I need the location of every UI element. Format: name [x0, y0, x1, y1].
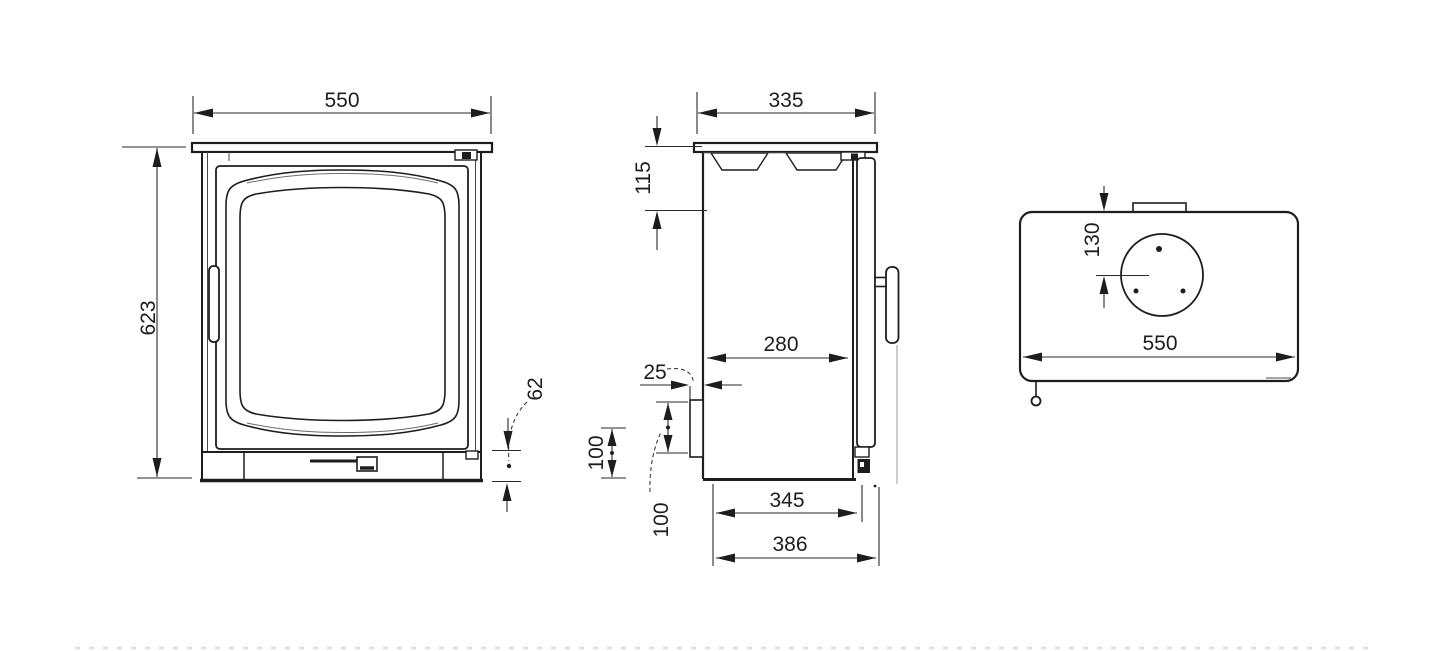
front-width-label: 550 [324, 89, 359, 112]
side-door-catch-top [840, 151, 866, 161]
plinth-height-label: 62 [524, 377, 547, 400]
front-view: 550 623 62 [122, 89, 547, 512]
body-depth-label: 280 [763, 333, 798, 356]
door-catch-top [454, 149, 478, 161]
door-handle-front [208, 265, 220, 343]
duct-offset-dimension: 100 [585, 427, 626, 479]
front-body [201, 151, 482, 453]
top-vent-recess-rear [709, 152, 770, 171]
flue-height-label: 115 [632, 161, 655, 194]
duct-depth-dimension: 25 [640, 361, 742, 400]
plinth-height-dimension: 62 [492, 377, 547, 512]
top-plate-outline [1018, 210, 1300, 383]
flue-height-dimension: 115 [632, 116, 707, 250]
top-view: 130 550 [1018, 186, 1300, 407]
overall-depth-dimension: 386 [716, 484, 880, 566]
side-depth-dimension: 335 [696, 89, 876, 134]
side-door-handle [874, 266, 900, 344]
top-width-label: 550 [1142, 332, 1177, 355]
front-top-plate [190, 141, 494, 154]
duct-depth-label: 25 [643, 361, 666, 384]
duct-offset-label: 100 [585, 435, 608, 470]
flue-bolt-hole-top [1156, 246, 1162, 252]
top-vent-recess-front [784, 152, 849, 171]
top-handle-knob [1030, 381, 1042, 407]
flue-centre-label: 130 [1081, 222, 1104, 257]
top-width-dimension: 550 [1023, 332, 1295, 362]
front-height-dimension: 623 [122, 146, 192, 479]
side-depth-label: 335 [768, 89, 803, 112]
rear-air-duct [689, 399, 704, 458]
duct-height-label: 100 [650, 502, 673, 537]
side-view: 335 115 280 25 [585, 89, 900, 566]
air-control-slider [310, 456, 378, 472]
flue-bolt-hole-left [1133, 288, 1139, 294]
side-top-plate [692, 141, 879, 154]
body-depth-dimension: 280 [707, 333, 848, 363]
plinth-clip [465, 450, 479, 460]
flue-bolt-hole-right [1180, 288, 1186, 294]
overall-depth-label: 386 [772, 533, 807, 556]
door-bezel [225, 169, 460, 437]
front-height-label: 623 [137, 300, 160, 335]
flue-centre-dimension: 130 [1081, 186, 1149, 308]
duct-height-dimension: 100 [649, 401, 688, 538]
base-depth-label: 345 [769, 489, 804, 512]
side-door-step [854, 446, 870, 458]
side-door-profile [856, 157, 876, 448]
base-depth-dimension: 345 [712, 484, 863, 566]
front-width-dimension: 550 [192, 89, 492, 134]
door-glass [239, 186, 446, 422]
